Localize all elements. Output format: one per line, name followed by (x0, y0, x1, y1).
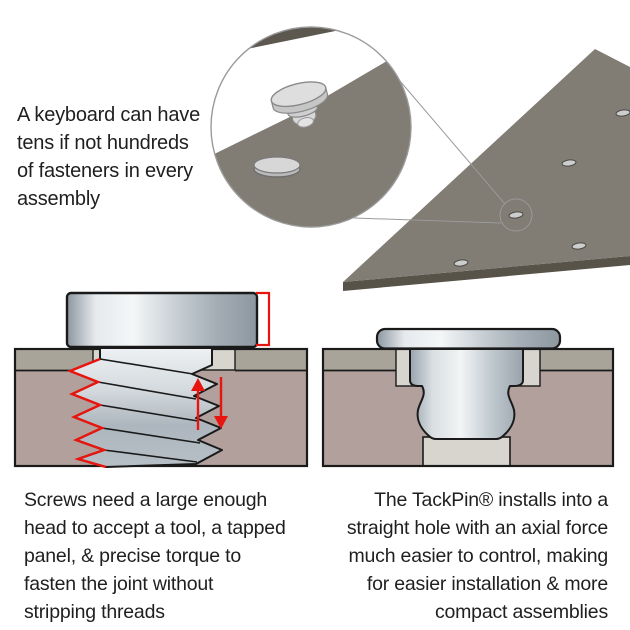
plate-pin-icon (508, 211, 524, 219)
magnifier-lens-ring (210, 26, 412, 228)
intro-text: A keyboard can have tens if not hundreds… (17, 101, 200, 213)
plate-pin-icon (453, 259, 469, 267)
callout-line (393, 73, 506, 205)
head-height-bracket (256, 291, 271, 347)
screw-head (65, 291, 259, 349)
intro-line: assembly (17, 188, 100, 210)
plate-pin-icon (561, 159, 577, 167)
caption-line: much easier to control, making (348, 545, 608, 567)
caption-line: fasten the joint without (24, 573, 214, 595)
magnifier-lens-content (211, 27, 411, 227)
installed-plate-pins (453, 109, 630, 267)
caption-line: Screws need a large enough (24, 489, 268, 511)
caption-line: compact assemblies (434, 601, 608, 623)
intro-line: of fasteners in every (17, 160, 193, 182)
intro-line: tens if not hundreds (17, 132, 189, 154)
torque-arrows (191, 377, 228, 430)
tackpin-caption: The TackPin® installs into a straight ho… (347, 486, 608, 626)
caption-line: for easier installation & more (366, 573, 608, 595)
tackpin-body (409, 348, 524, 440)
installed-pin-icon (253, 156, 301, 178)
callout-source-circle (499, 198, 533, 232)
arrow-up-head (191, 378, 205, 391)
caption-line: stripping threads (24, 601, 165, 623)
magnifier-callout (210, 26, 533, 232)
caption-line: straight hole with an axial force (346, 517, 608, 539)
keyboard-plate-illustration (343, 49, 630, 291)
plate-underside-edge (343, 256, 630, 291)
caption-line: head to accept a tool, a tapped (24, 517, 286, 539)
intro-line: A keyboard can have (17, 104, 200, 126)
thread-facet-lines (97, 358, 201, 463)
tackpin-head (375, 327, 562, 350)
tackpin-cross-section-illustration (321, 327, 615, 468)
screw-cross-section-illustration (13, 291, 309, 469)
thread-interference-zigzag (66, 357, 108, 469)
screw-caption: Screws need a large enough head to accep… (24, 486, 286, 626)
caption-line: panel, & precise torque to (24, 545, 242, 567)
arrow-down-head (214, 416, 228, 429)
plate-far-edge-magnified (226, 27, 404, 56)
caption-line: The TackPin® installs into a (374, 489, 608, 511)
callout-line (353, 217, 502, 224)
floating-tackpin-icon (270, 81, 329, 128)
pin-hole-below (422, 436, 511, 467)
plate-pin-icon (571, 242, 587, 250)
plate-surface-magnified (211, 58, 411, 227)
plate-face (343, 49, 630, 282)
